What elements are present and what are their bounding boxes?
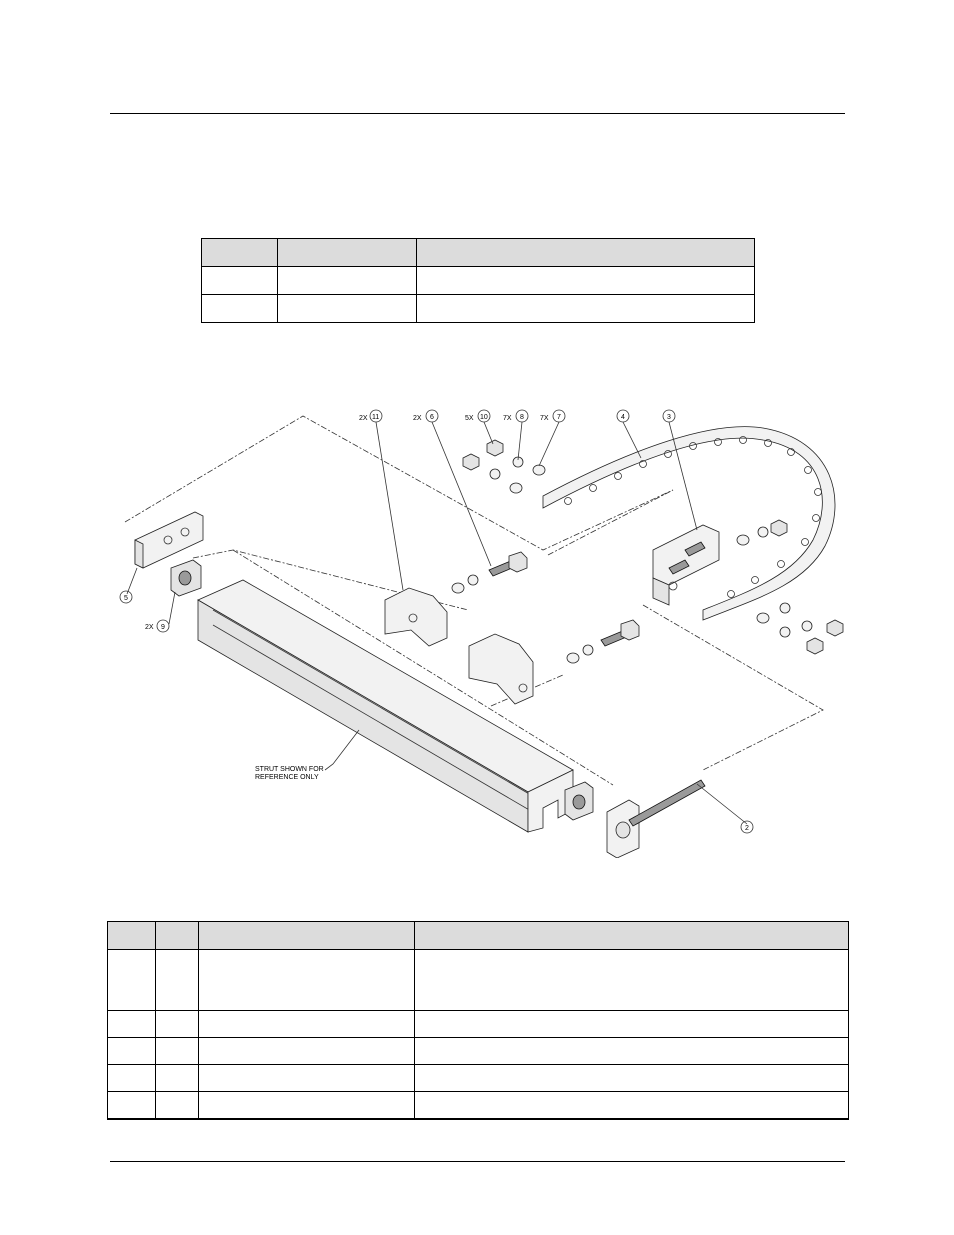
header-cell xyxy=(414,921,849,950)
callout-number: 6 xyxy=(430,414,434,421)
header-cell xyxy=(416,238,755,267)
table-row xyxy=(107,1010,849,1038)
strut-note: STRUT SHOWN FOR REFERENCE ONLY xyxy=(255,766,324,781)
table-cell xyxy=(414,1037,849,1065)
table-row xyxy=(201,294,755,323)
table-cell xyxy=(277,266,417,295)
table-cell xyxy=(414,949,849,1011)
table-cell xyxy=(414,1064,849,1092)
callout-number: 10 xyxy=(480,414,488,421)
table-cell xyxy=(201,266,278,295)
header-cell xyxy=(155,921,199,950)
table-cell xyxy=(201,294,278,323)
strut-note-line1: STRUT SHOWN FOR xyxy=(255,766,324,773)
table-cell xyxy=(107,1091,156,1120)
kit-table xyxy=(201,238,755,323)
table-cell xyxy=(198,949,415,1011)
callout-9: 2X 9 xyxy=(145,619,170,633)
table-cell xyxy=(416,294,755,323)
table-row xyxy=(107,1037,849,1065)
table-cell xyxy=(414,1010,849,1038)
table-cell xyxy=(198,1010,415,1038)
callout-qty: 2X xyxy=(413,415,422,422)
callout-number: 4 xyxy=(621,414,625,421)
table-cell xyxy=(107,1010,156,1038)
header-cell xyxy=(201,238,278,267)
callout-2: 2 xyxy=(740,820,754,834)
table-cell xyxy=(198,1037,415,1065)
footer-rule xyxy=(110,1161,845,1162)
table-cell xyxy=(155,1037,199,1065)
callout-11: 2X 11 xyxy=(359,409,383,423)
callout-leaders xyxy=(126,421,748,825)
callout-6: 2X 6 xyxy=(413,409,439,423)
header-cell xyxy=(198,921,415,950)
callout-qty: 7X xyxy=(540,415,549,422)
clamp-bracket-part-11-lower xyxy=(468,633,534,705)
callout-number: 3 xyxy=(667,414,671,421)
callout-number: 7 xyxy=(557,414,561,421)
bracket-part-5 xyxy=(134,511,204,569)
callout-number: 11 xyxy=(372,414,379,421)
callout-number: 8 xyxy=(520,414,524,421)
callout-qty: 2X xyxy=(145,624,154,631)
callout-qty: 5X xyxy=(465,415,474,422)
table-cell xyxy=(277,294,417,323)
table-cell xyxy=(155,1091,199,1120)
table-cell xyxy=(414,1091,849,1120)
tensioner-part-3 xyxy=(652,524,720,606)
callout-4: 4 xyxy=(616,409,630,423)
callout-qty: 2X xyxy=(359,415,368,422)
threaded-rod-part-2 xyxy=(606,779,706,858)
table-row xyxy=(107,1064,849,1092)
table-row xyxy=(107,1091,849,1120)
table-cell xyxy=(198,1091,415,1120)
kit-table-header xyxy=(201,238,755,267)
table-cell xyxy=(107,1037,156,1065)
header-cell xyxy=(277,238,417,267)
exploded-assembly-drawing: 2X 11 2X 6 5X 10 7X 8 7X 7 4 3 5 2X 9 xyxy=(119,409,844,858)
bolt-part-6-lower xyxy=(600,619,640,647)
callout-number: 2 xyxy=(745,825,749,832)
clamp-bracket-part-11 xyxy=(384,587,448,647)
header-cell xyxy=(107,921,156,950)
header-rule xyxy=(110,113,845,114)
table-cell xyxy=(198,1064,415,1092)
strut-channel xyxy=(197,579,574,833)
callout-number: 9 xyxy=(161,624,165,631)
table-cell xyxy=(155,1010,199,1038)
callout-8: 7X 8 xyxy=(503,409,529,423)
channel-nut-part-9 xyxy=(170,559,202,597)
callout-10: 5X 10 xyxy=(465,409,491,423)
washers-and-nuts xyxy=(451,439,844,664)
parts-list-header xyxy=(107,921,849,950)
bolt-part-6 xyxy=(488,551,528,577)
table-cell xyxy=(107,1064,156,1092)
band-clamp-part-4 xyxy=(542,426,836,621)
channel-nut-part-9-lower xyxy=(564,781,594,821)
table-cell xyxy=(155,1064,199,1092)
callout-3: 3 xyxy=(662,409,676,423)
parts-list-table xyxy=(107,921,849,1120)
callout-number: 5 xyxy=(124,595,128,602)
table-cell xyxy=(107,949,156,1011)
table-row xyxy=(107,949,849,1011)
callout-5: 5 xyxy=(119,590,133,604)
strut-note-line2: REFERENCE ONLY xyxy=(255,774,319,781)
callout-qty: 7X xyxy=(503,415,512,422)
table-cell xyxy=(416,266,755,295)
callout-7: 7X 7 xyxy=(540,409,566,423)
table-cell xyxy=(155,949,199,1011)
table-row xyxy=(201,266,755,295)
